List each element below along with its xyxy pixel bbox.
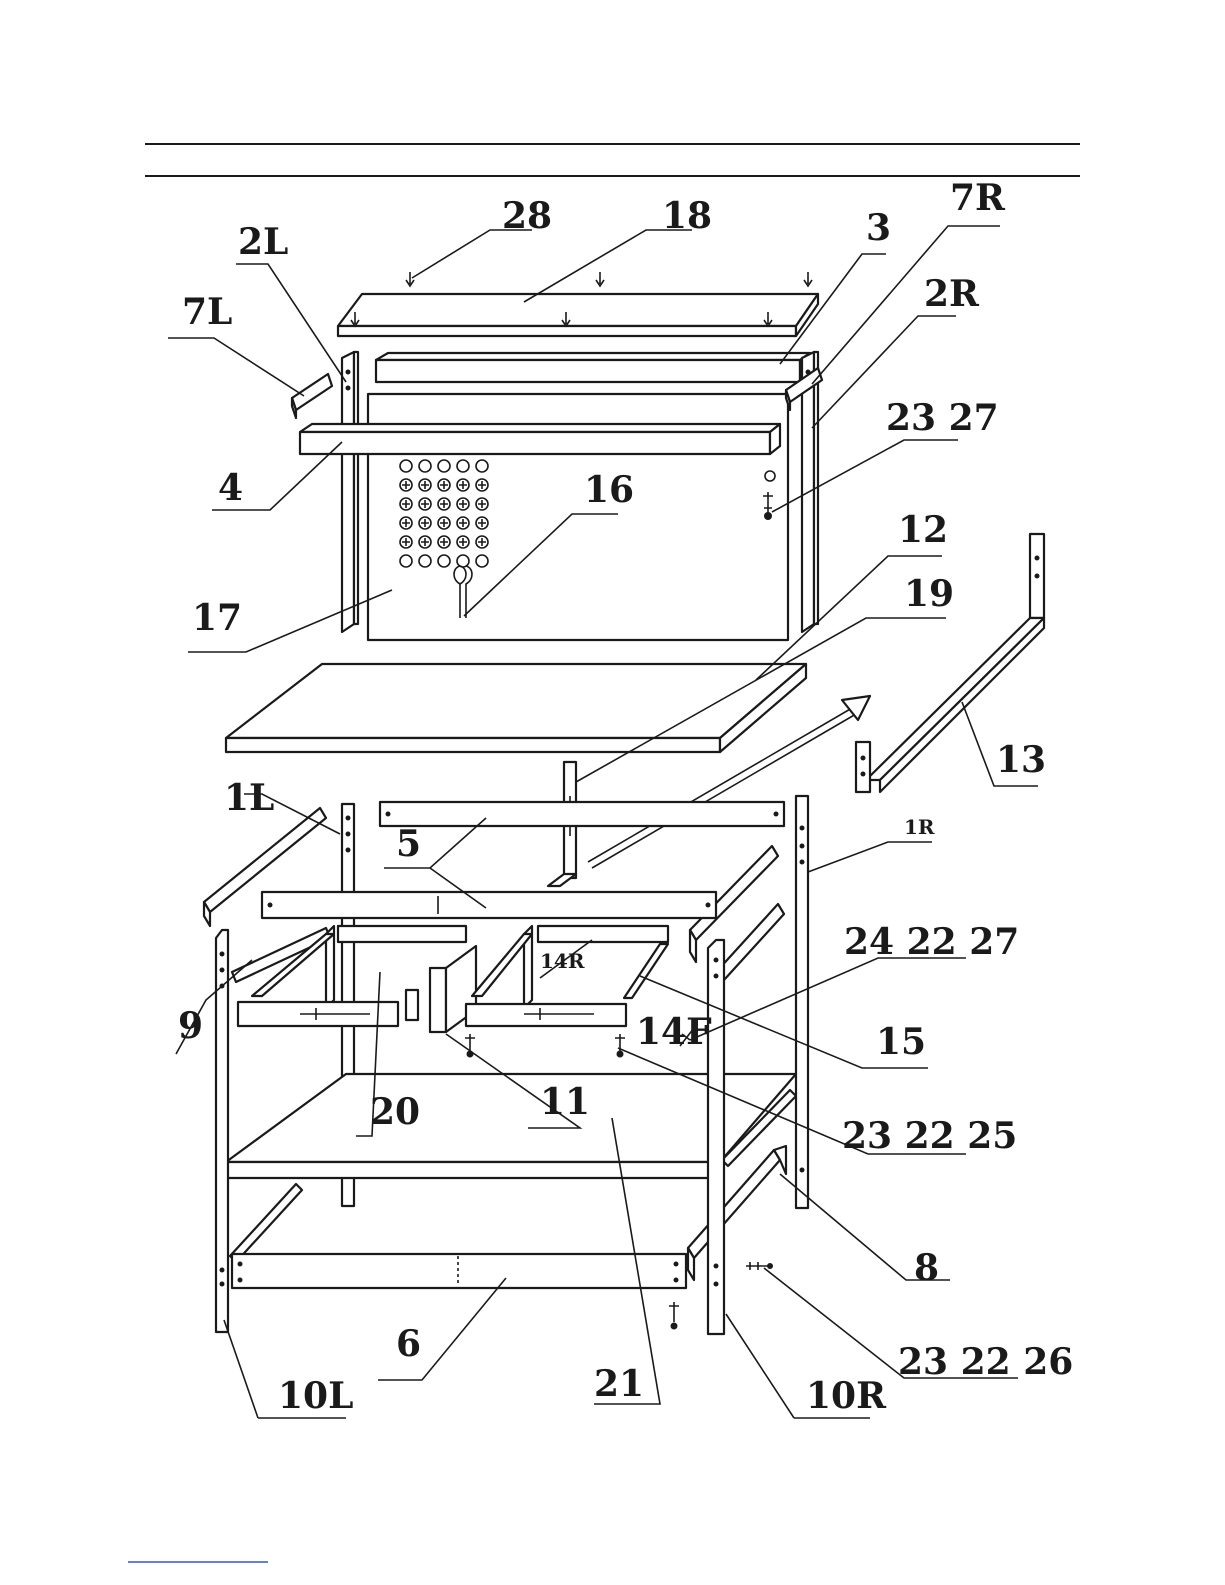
pegboard-hole <box>457 460 469 472</box>
label-23-27: 23 27 <box>886 397 999 439</box>
label-8: 8 <box>914 1247 939 1289</box>
pegboard-hole <box>476 555 488 567</box>
label-12: 12 <box>898 509 948 551</box>
part-10R-leg <box>708 940 724 1334</box>
label-2L: 2L <box>238 221 288 263</box>
label-23-22-25: 23 22 25 <box>842 1115 1017 1157</box>
pegboard-hole <box>400 555 412 567</box>
label-1R: 1R <box>904 815 935 839</box>
part-18-top-shelf <box>338 294 818 336</box>
label-16: 16 <box>584 469 634 511</box>
part-19-worktop <box>226 664 806 752</box>
label-6: 6 <box>396 1323 421 1365</box>
label-14F: 14F <box>636 1011 712 1053</box>
label-15: 15 <box>876 1021 926 1063</box>
label-20: 20 <box>370 1091 420 1133</box>
label-7R: 7R <box>950 177 1006 219</box>
part-1R-post <box>796 796 808 1208</box>
label-28: 28 <box>502 195 552 237</box>
label-4: 4 <box>218 467 243 509</box>
label-2R: 2R <box>924 273 980 315</box>
part-7L-bracket <box>292 374 332 418</box>
part-5-rear-beam <box>380 802 784 826</box>
pegboard-hole <box>438 460 450 472</box>
part-3-top-rail <box>376 353 810 382</box>
part-6-bottom-rail <box>232 1254 686 1288</box>
label-1L: 1L <box>224 777 274 819</box>
label-19: 19 <box>904 573 954 615</box>
label-17: 17 <box>192 597 242 639</box>
label-14R: 14R <box>540 949 585 973</box>
label-9: 9 <box>178 1005 203 1047</box>
label-18: 18 <box>662 195 712 237</box>
label-24-22-27: 24 22 27 <box>844 921 1019 963</box>
pegboard-hole <box>457 555 469 567</box>
label-13: 13 <box>996 739 1046 781</box>
label-21: 21 <box>594 1363 644 1405</box>
pegboard-hole <box>419 555 431 567</box>
pegboard-hole <box>419 460 431 472</box>
label-10R: 10R <box>806 1375 887 1417</box>
label-11: 11 <box>540 1081 590 1123</box>
part-5-front-beam <box>262 892 716 918</box>
pegboard-hole <box>476 460 488 472</box>
label-5: 5 <box>396 823 421 865</box>
label-7L: 7L <box>182 291 232 333</box>
pegboard-hole <box>400 460 412 472</box>
part-2L-upright <box>342 352 358 632</box>
label-23-22-26: 23 22 26 <box>898 1341 1073 1383</box>
part-4-front-rail <box>300 424 780 454</box>
label-10L: 10L <box>278 1375 353 1417</box>
pegboard-hole <box>438 555 450 567</box>
header-rules <box>145 144 1080 176</box>
label-3: 3 <box>866 207 891 249</box>
